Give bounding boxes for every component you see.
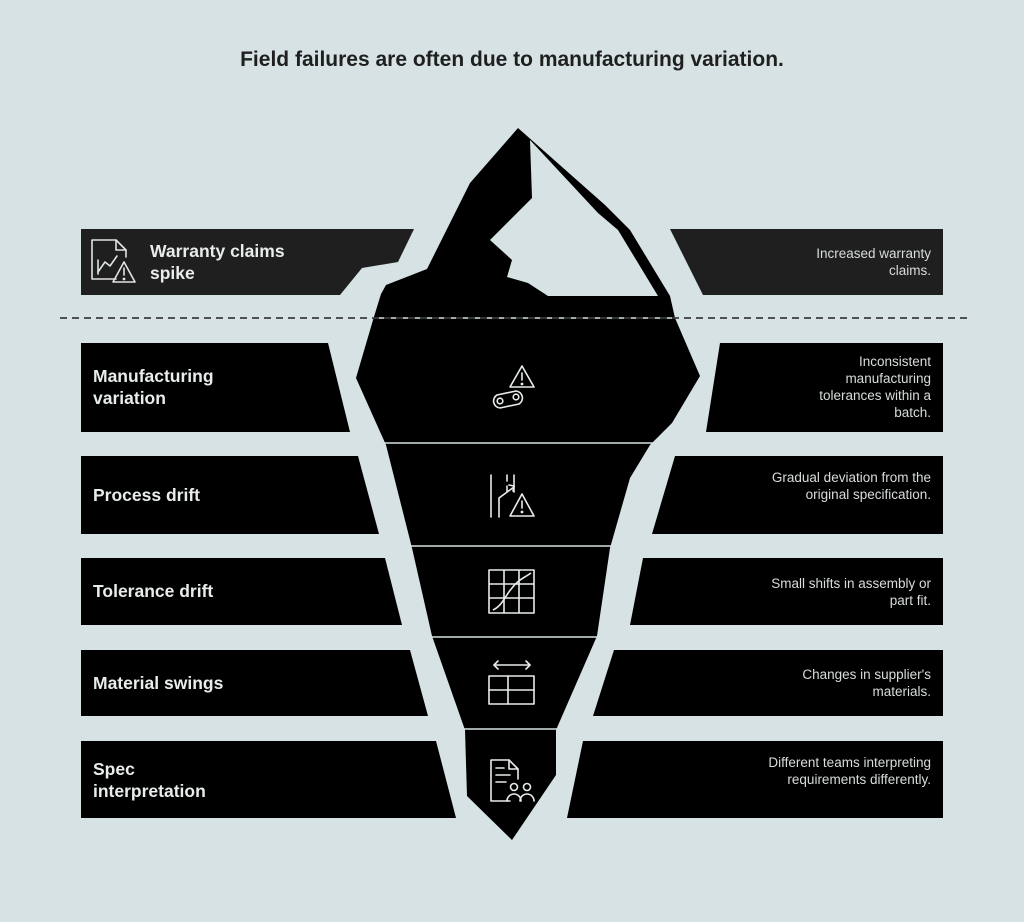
layer-band-right-1	[706, 343, 943, 432]
panels-arrow-icon	[488, 660, 535, 705]
surface-right-band	[670, 229, 943, 295]
layer-band-left-1	[81, 343, 350, 432]
layer-band-left-5	[81, 741, 456, 818]
layer-band-right-4	[593, 650, 943, 716]
layer-label-3: Tolerance drift	[93, 581, 214, 601]
layer-band-left-4	[81, 650, 428, 716]
page-title: Field failures are often due to manufact…	[240, 48, 784, 71]
layer-band-right-2	[652, 456, 943, 534]
grid-curve-icon	[488, 569, 535, 614]
layer-label-5: Spec interpretation	[93, 759, 206, 801]
layer-band-right-3	[630, 558, 943, 625]
layer-band-left-3	[81, 558, 402, 625]
layer-label-1: Manufacturing variation	[93, 366, 214, 408]
iceberg-body	[356, 128, 700, 840]
surface-left-band	[81, 229, 414, 295]
chart-warning-icon	[91, 239, 136, 283]
surface-description: Increased warranty claims.	[816, 246, 931, 278]
iceberg-snow	[490, 140, 658, 296]
layer-band-left-2	[81, 456, 379, 534]
gear-chain-warning-icon	[492, 365, 535, 409]
road-warning-icon	[490, 474, 535, 518]
layer-description-4: Changes in supplier's materials.	[802, 667, 931, 699]
document-team-icon	[490, 759, 535, 802]
layer-description-3: Small shifts in assembly or part fit.	[771, 576, 931, 608]
layer-label-2: Process drift	[93, 485, 200, 505]
layer-description-2: Gradual deviation from the original spec…	[771, 470, 931, 502]
layer-label-4: Material swings	[93, 673, 224, 693]
layer-separators	[382, 442, 658, 730]
layer-description-1: Inconsistent manufacturing tolerances wi…	[819, 354, 931, 420]
layer-description-5: Different teams interpreting requirement…	[768, 755, 931, 787]
surface-label: Warranty claims spike	[150, 241, 285, 283]
layer-band-right-5	[567, 741, 943, 818]
